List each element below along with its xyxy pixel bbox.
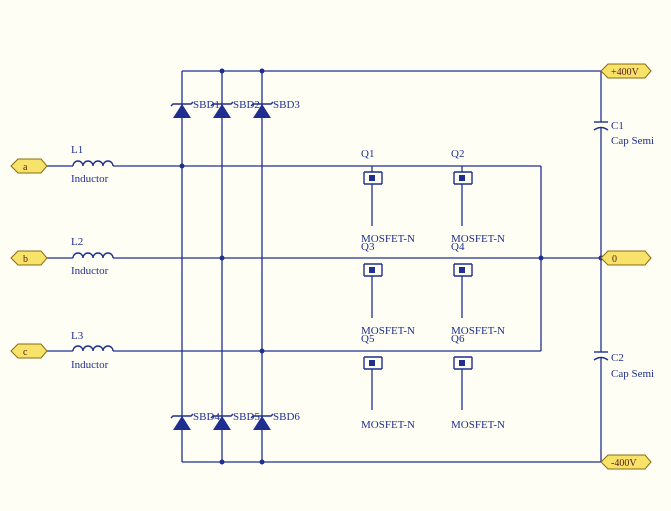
mosfet-q5-ref: Q5	[361, 333, 375, 345]
diode-sbd5	[210, 413, 234, 430]
diode-sbd1-label: SBD1	[193, 99, 220, 111]
mosfet-q6-type: MOSFET-N	[451, 419, 505, 431]
mosfet-q4	[453, 263, 473, 318]
port-b-label: b	[23, 254, 28, 265]
mosfet-q1-type: MOSFET-N	[361, 233, 415, 245]
inductor-l3	[72, 345, 114, 352]
capacitor-c1-ref: C1	[611, 120, 624, 132]
inductor-l3-type: Inductor	[71, 359, 109, 371]
inductor-l1	[72, 160, 114, 167]
diode-sbd2	[210, 101, 234, 118]
mosfet-q6	[453, 356, 473, 410]
mosfet-q1	[363, 166, 383, 226]
capacitor-c2-type: Cap Semi	[611, 368, 654, 380]
mosfet-q2-type: MOSFET-N	[451, 233, 505, 245]
mosfet-q3-type: MOSFET-N	[361, 325, 415, 337]
port-a: a	[10, 158, 48, 174]
port-midpoint-label: 0	[612, 254, 617, 265]
diode-sbd5-label: SBD5	[233, 411, 260, 423]
port-negative-label: -400V	[611, 458, 637, 469]
port-b: b	[10, 250, 48, 266]
mosfet-q2	[453, 166, 473, 226]
mosfet-q6-ref: Q6	[451, 333, 465, 345]
capacitor-c2	[593, 351, 609, 361]
inductor-l2-ref: L2	[71, 236, 83, 248]
junction-dots	[179, 68, 604, 465]
mosfet-q4-type: MOSFET-N	[451, 325, 505, 337]
diode-sbd6	[250, 413, 274, 430]
port-positive: +400V	[600, 63, 652, 79]
port-a-label: a	[23, 162, 28, 173]
diode-sbd2-label: SBD2	[233, 99, 260, 111]
port-c: c	[10, 343, 48, 359]
inductor-l2	[72, 252, 114, 259]
diode-sbd6-label: SBD6	[273, 411, 300, 423]
inductor-l2-type: Inductor	[71, 265, 109, 277]
port-positive-label: +400V	[611, 67, 640, 78]
capacitor-c2-ref: C2	[611, 352, 624, 364]
mosfet-q4-ref: Q4	[451, 241, 465, 253]
diode-sbd4	[170, 413, 194, 430]
mosfet-q5	[363, 356, 383, 410]
mosfet-q5-type: MOSFET-N	[361, 419, 415, 431]
port-negative: -400V	[600, 454, 652, 470]
diode-sbd1	[170, 101, 194, 118]
inductor-l1-ref: L1	[71, 144, 83, 156]
port-midpoint: 0	[600, 250, 652, 266]
mosfet-q3-ref: Q3	[361, 241, 375, 253]
diode-sbd3-label: SBD3	[273, 99, 300, 111]
diode-sbd3	[250, 101, 274, 118]
mosfet-q1-ref: Q1	[361, 148, 374, 160]
port-c-label: c	[23, 347, 28, 358]
inductor-l3-ref: L3	[71, 330, 84, 342]
mosfet-q2-ref: Q2	[451, 148, 464, 160]
diode-sbd4-label: SBD4	[193, 411, 220, 423]
capacitor-c1	[593, 121, 609, 131]
inductor-l1-type: Inductor	[71, 173, 109, 185]
capacitor-c1-type: Cap Semi	[611, 135, 654, 147]
mosfet-q3	[363, 263, 383, 318]
